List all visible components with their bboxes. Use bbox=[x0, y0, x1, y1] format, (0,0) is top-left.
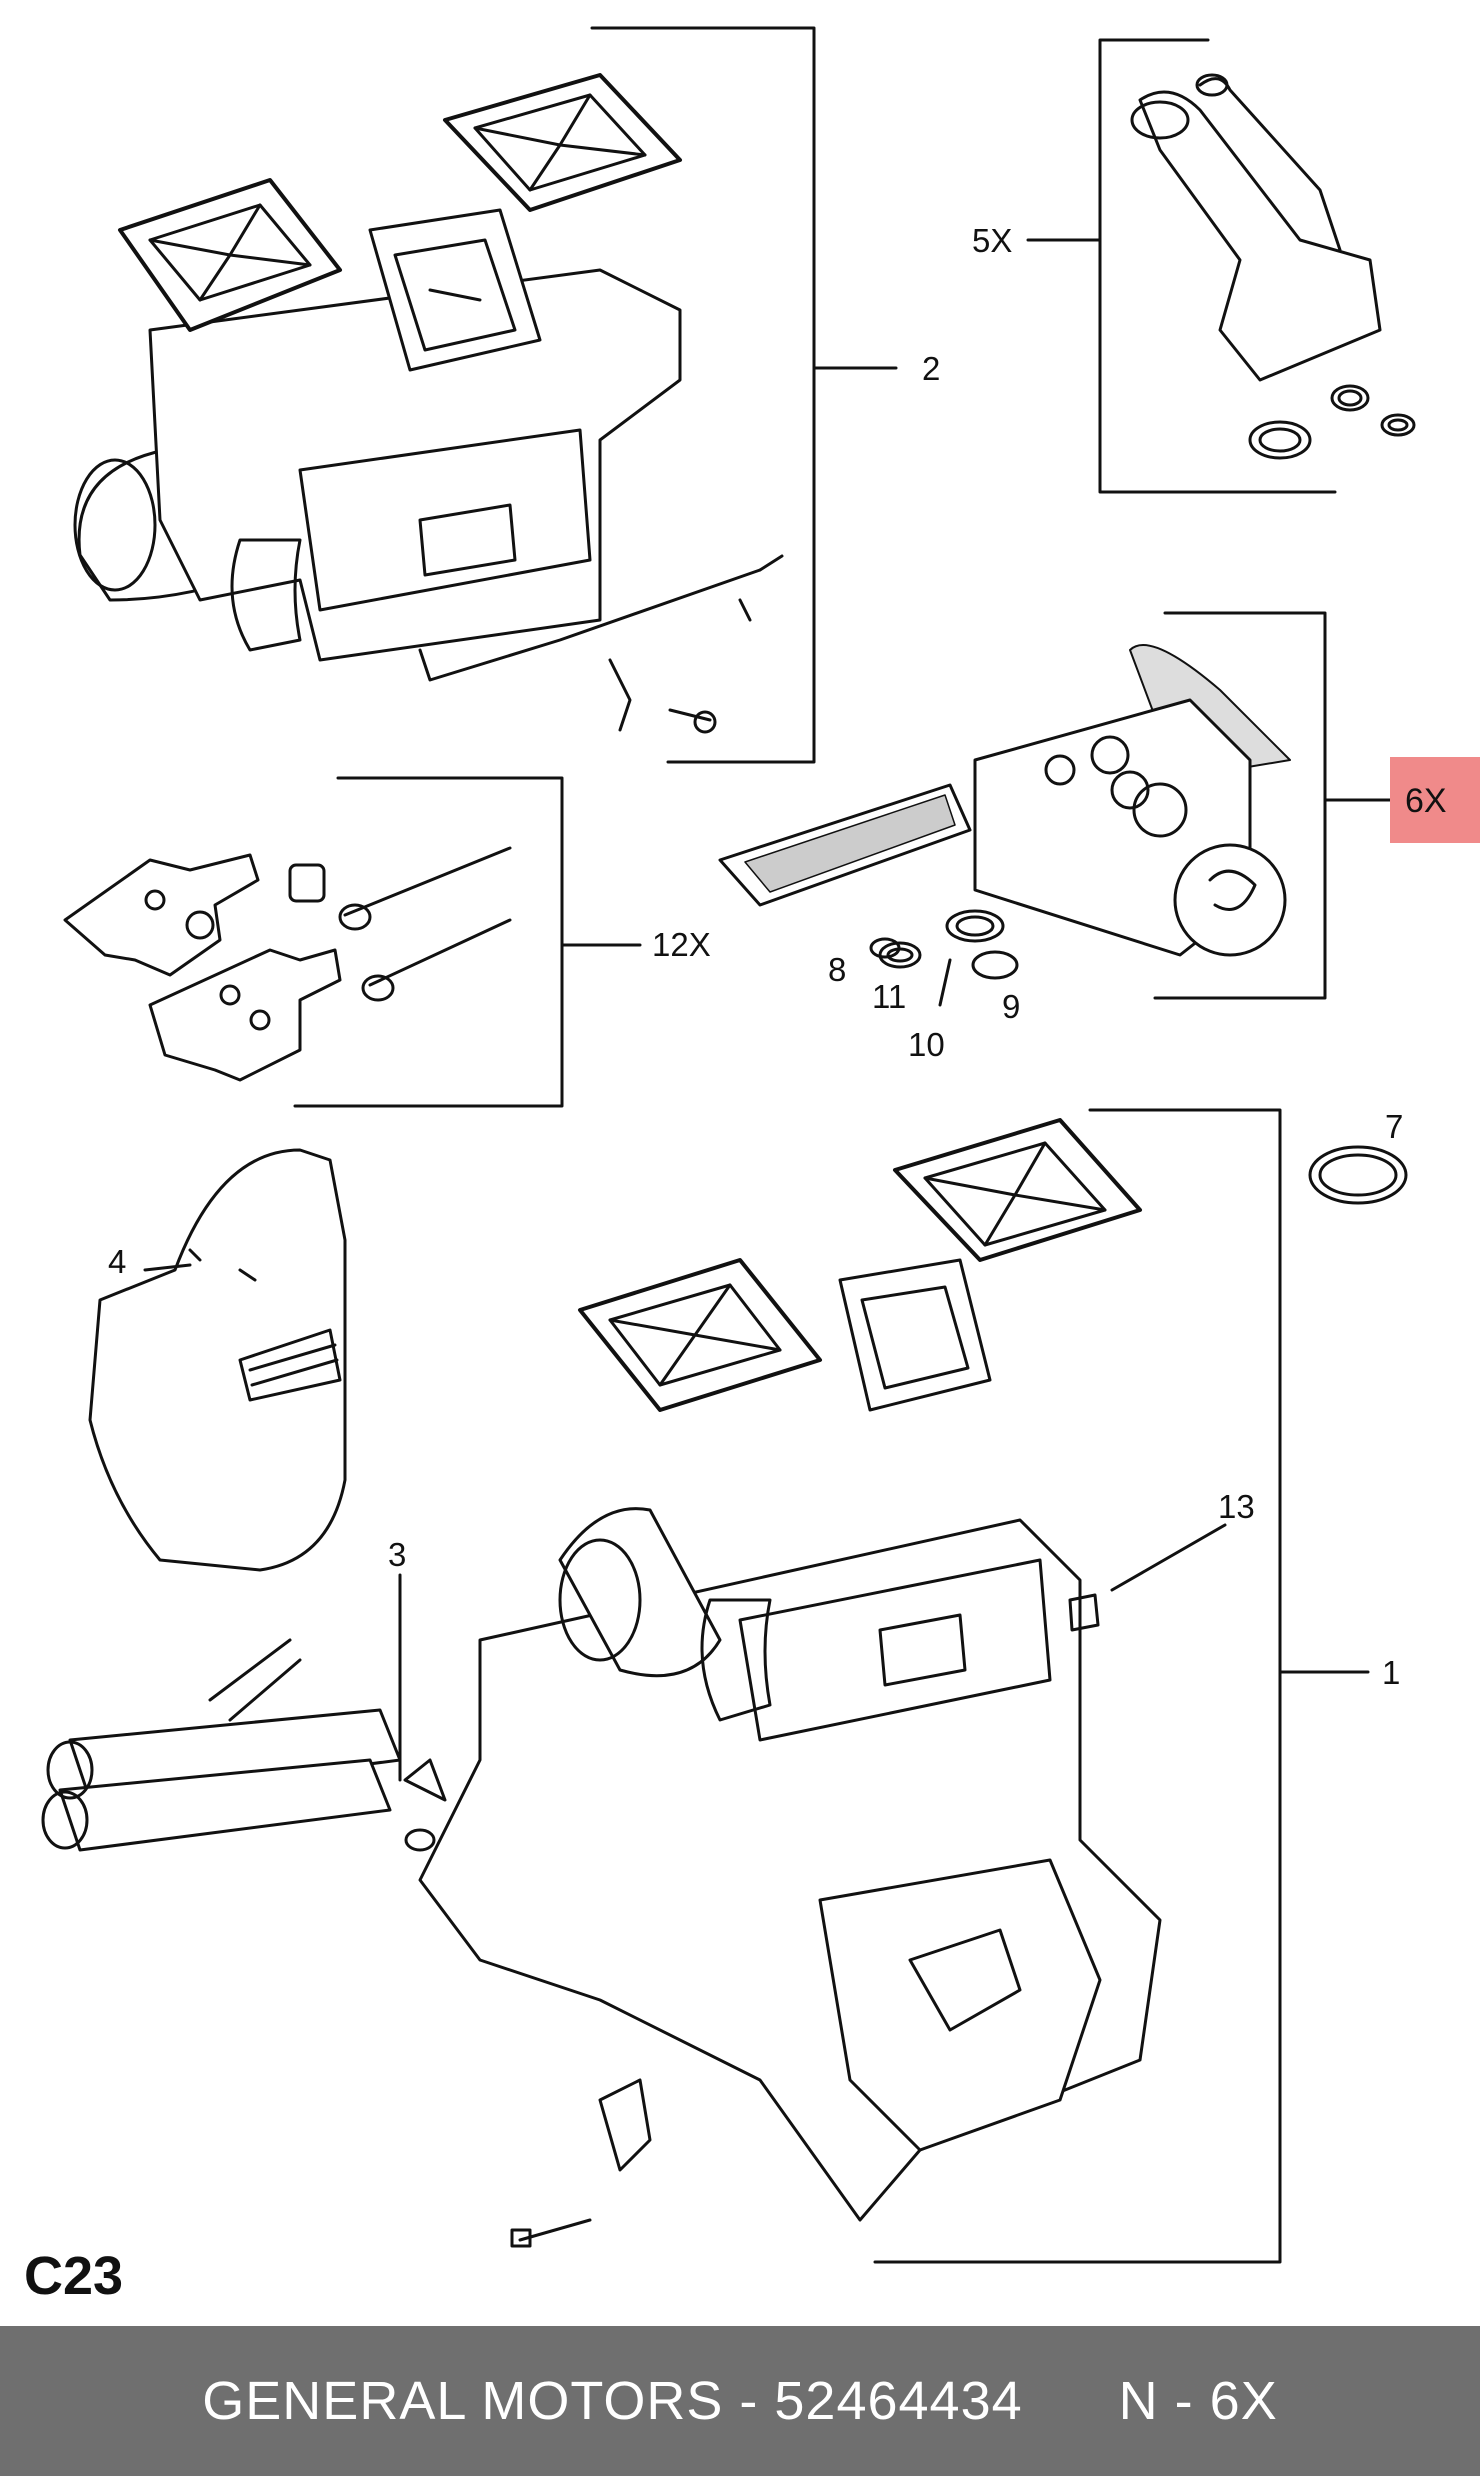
callout-2: 2 bbox=[922, 350, 941, 387]
footer-gap bbox=[1023, 2370, 1119, 2432]
callout-10: 10 bbox=[908, 1026, 945, 1063]
bracket-screw-set bbox=[63, 776, 642, 1108]
footer-text: GENERAL MOTORS - 52464434 N - 6X bbox=[0, 2326, 1480, 2476]
callout-6x: 6X bbox=[1405, 782, 1447, 820]
callout-13: 13 bbox=[1218, 1488, 1255, 1525]
callout-8: 9 bbox=[1002, 988, 1021, 1025]
callout-5x: 5X bbox=[972, 222, 1013, 259]
callout-9: 8 bbox=[828, 951, 847, 988]
footer-note: N - 6X bbox=[1118, 2371, 1278, 2431]
callout-6x-highlight bbox=[1390, 757, 1480, 843]
heater-housing-assembly-top bbox=[73, 26, 898, 764]
callout-3: 3 bbox=[388, 1536, 407, 1573]
expansion-valve-assembly bbox=[718, 611, 1392, 1007]
callout-12x: 12X bbox=[652, 926, 711, 963]
footer-separator: - bbox=[723, 2371, 775, 2431]
figure-id: C23 bbox=[24, 2246, 124, 2306]
o-ring-7 bbox=[1308, 1145, 1408, 1205]
callout-4: 4 bbox=[108, 1243, 127, 1280]
heater-pipe-assembly bbox=[1026, 38, 1416, 494]
heater-cover bbox=[88, 1148, 347, 1572]
callout-1: 1 bbox=[1382, 1654, 1401, 1691]
footer-bar: GENERAL MOTORS - 52464434 N - 6X bbox=[0, 2326, 1480, 2476]
footer-part-number: 52464434 bbox=[774, 2371, 1023, 2431]
callout-7: 7 bbox=[1385, 1108, 1404, 1145]
heater-assembly-main bbox=[41, 1108, 1370, 2264]
callout-11: 11 bbox=[872, 978, 907, 1015]
parts-diagram bbox=[41, 26, 1416, 2264]
footer-brand: GENERAL MOTORS bbox=[202, 2371, 724, 2431]
